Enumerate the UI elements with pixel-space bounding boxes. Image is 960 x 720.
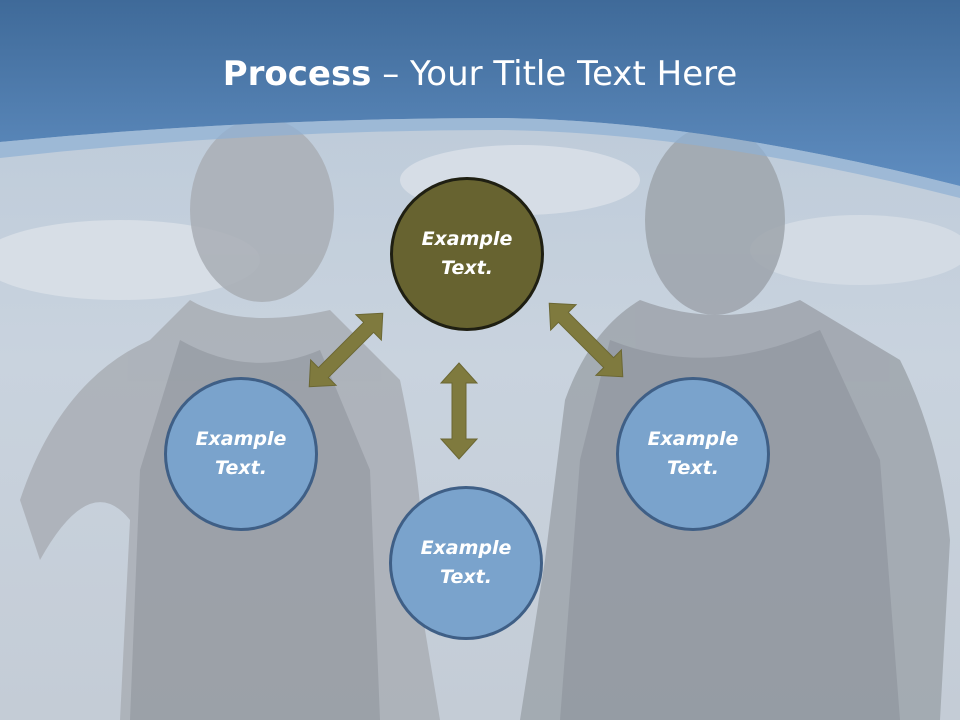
title-bold: Process: [222, 54, 372, 94]
center-node-label: Example Text.: [421, 228, 513, 279]
arrow-center-bottom: [439, 362, 479, 460]
left-node-label: Example Text.: [195, 428, 287, 479]
right-node: Example Text.: [616, 377, 770, 531]
right-node-label: Example Text.: [647, 428, 739, 479]
arrow-center-right: [548, 302, 624, 378]
arrow-center-left: [308, 312, 384, 388]
bottom-node: Example Text.: [389, 486, 543, 640]
title-rest: – Your Title Text Here: [371, 54, 738, 94]
slide-title: Process – Your Title Text Here: [0, 52, 960, 96]
center-node: Example Text.: [390, 177, 544, 331]
left-node: Example Text.: [164, 377, 318, 531]
bottom-node-label: Example Text.: [420, 537, 512, 588]
